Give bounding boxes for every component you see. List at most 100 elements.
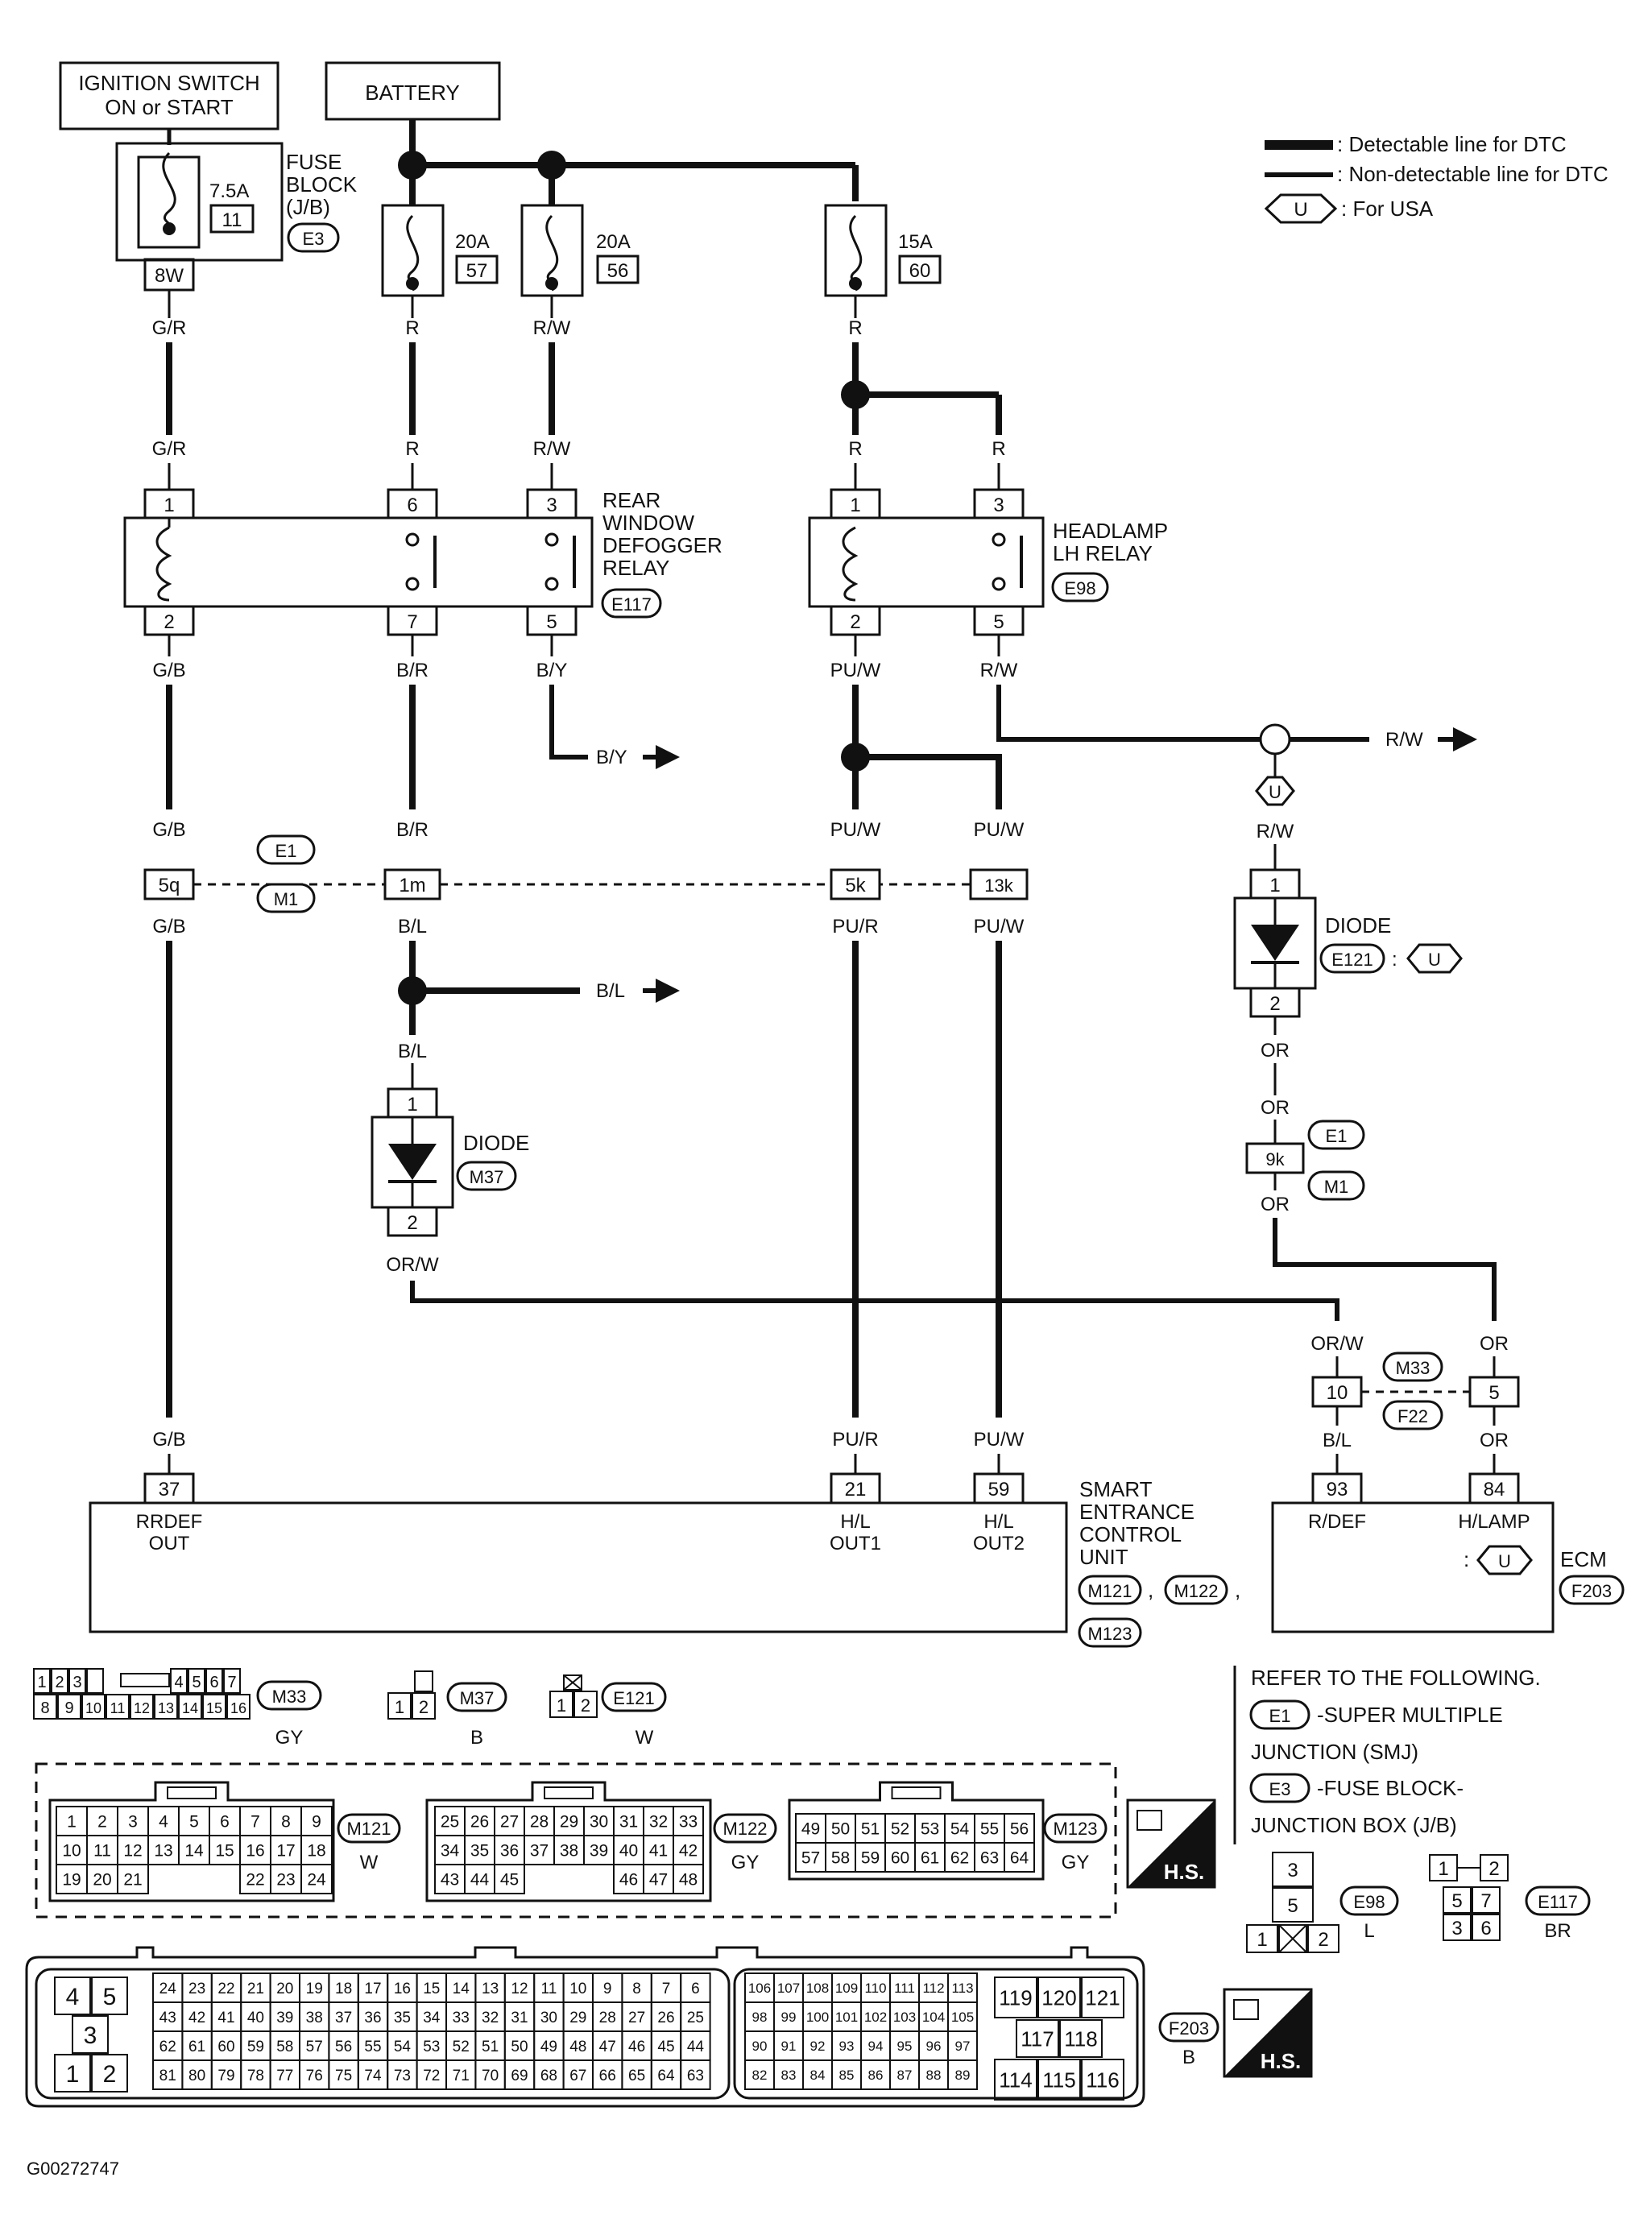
svg-text:R/W: R/W	[533, 438, 571, 460]
pin-number: 115	[1042, 2068, 1075, 2092]
pin-number: 30	[540, 2010, 557, 2026]
svg-text:F22: F22	[1397, 1406, 1428, 1426]
pin-number: 21	[247, 1981, 264, 1997]
svg-text:5: 5	[546, 611, 557, 633]
pin-number: 5	[103, 1984, 117, 2010]
svg-text:1m: 1m	[399, 875, 425, 896]
pin-number: 23	[188, 1981, 205, 1997]
pin-number: 64	[1010, 1849, 1029, 1868]
figure-code: G00272747	[27, 2159, 119, 2179]
svg-text:(J/B): (J/B)	[286, 195, 330, 219]
pin-number: 6	[691, 1981, 700, 1997]
pin-number: 8	[632, 1981, 641, 1997]
connector-color: GY	[731, 1852, 760, 1873]
pin-number: 106	[748, 1981, 771, 1996]
svg-text:E98: E98	[1353, 1892, 1385, 1912]
fuse-60: 15A 60	[824, 204, 942, 297]
pin-number: 32	[482, 2010, 499, 2026]
pin-number: 20	[276, 1981, 293, 1997]
pin-number: 77	[276, 2068, 293, 2084]
svg-text:1: 1	[1257, 1929, 1267, 1951]
svg-text:E3: E3	[1269, 1779, 1291, 1799]
pin-number: 34	[441, 1842, 460, 1861]
pin-number: 42	[679, 1842, 698, 1861]
pin-number: 64	[657, 2068, 675, 2084]
svg-text:G/B: G/B	[152, 819, 185, 841]
pin-number: 47	[599, 2039, 616, 2055]
refer-block: REFER TO THE FOLLOWING. E1 -SUPER MULTIP…	[1233, 1666, 1541, 1844]
pin-number: 3	[128, 1813, 138, 1832]
svg-text:BR: BR	[1544, 1920, 1571, 1942]
svg-text:5: 5	[1287, 1895, 1298, 1917]
svg-text:OUT2: OUT2	[973, 1533, 1025, 1554]
pin-number: 70	[482, 2068, 499, 2084]
pin-number: 18	[335, 1981, 352, 1997]
svg-text:M1: M1	[1324, 1177, 1349, 1197]
pin-number: 95	[897, 2039, 913, 2054]
pin-number: 14	[184, 1842, 204, 1861]
svg-text:R: R	[848, 317, 862, 339]
pin-number: 93	[839, 2039, 855, 2054]
mid-wires: G/B G/B B/R B/R B/Y B/Y PU/W PU/W PU/W R…	[152, 635, 1477, 870]
svg-text:M1: M1	[274, 889, 299, 909]
pin-number: 27	[500, 1813, 519, 1832]
f203-label: F203 B	[1158, 2012, 1219, 2068]
pin-number: 23	[276, 1871, 295, 1890]
svg-text:M37: M37	[460, 1688, 495, 1708]
svg-text:7: 7	[1480, 1890, 1491, 1912]
pin-number: 55	[980, 1820, 999, 1839]
pin-number: 49	[801, 1820, 820, 1839]
pin-number: 16	[246, 1842, 264, 1861]
svg-text:11: 11	[222, 209, 242, 231]
svg-text:3: 3	[1451, 1918, 1462, 1939]
pin-number: 54	[950, 1820, 970, 1839]
legend: : Detectable line for DTC : Non-detectab…	[1264, 132, 1609, 224]
pin-number: 24	[159, 1981, 177, 1997]
diode-m37: 1 2 DIODE M37 OR/W OR/W	[371, 1087, 1364, 1355]
pin-number: 32	[649, 1813, 668, 1832]
svg-text:OR: OR	[1261, 1040, 1290, 1062]
svg-text:E117: E117	[1538, 1892, 1578, 1912]
svg-text:-SUPER MULTIPLE: -SUPER MULTIPLE	[1317, 1703, 1503, 1727]
pin-number: 35	[470, 1842, 489, 1861]
pin-number: 74	[364, 2068, 382, 2084]
pin-number: 110	[864, 1981, 886, 1996]
svg-text:RELAY: RELAY	[602, 556, 669, 580]
svg-text:7: 7	[407, 611, 417, 633]
pin-number: 52	[453, 2039, 470, 2055]
pin-number: 67	[569, 2068, 586, 2084]
connector-face-e98: 3 5 1 2 E98 L	[1246, 1852, 1399, 1953]
svg-text:1: 1	[407, 1094, 417, 1116]
svg-text:R/W: R/W	[1257, 821, 1294, 842]
pin-number: 118	[1064, 2026, 1097, 2051]
pin-number: 18	[307, 1842, 325, 1861]
pin-number: 12	[511, 1981, 528, 1997]
svg-text:8: 8	[40, 1699, 49, 1717]
svg-text:E121: E121	[613, 1688, 654, 1708]
svg-text:OR/W: OR/W	[386, 1254, 439, 1276]
pin-number: 56	[335, 2039, 352, 2055]
svg-text:B/Y: B/Y	[536, 660, 568, 681]
pin-number: 86	[868, 2068, 884, 2083]
pin-number: 9	[603, 1981, 612, 1997]
pin-number: 55	[364, 2039, 381, 2055]
lower-wires: G/B G/B B/L B/L B/L PU/R PU/R PU/W PU/W	[152, 916, 1025, 1474]
svg-text:B/R: B/R	[396, 660, 429, 681]
pin-number: 46	[619, 1871, 638, 1890]
svg-text:E1: E1	[1326, 1126, 1348, 1146]
svg-text:3: 3	[72, 1674, 81, 1691]
pin-number: 84	[810, 2068, 826, 2083]
svg-text:: For USA: : For USA	[1341, 197, 1434, 221]
pin-number: 51	[482, 2039, 499, 2055]
pin-number: 43	[441, 1871, 459, 1890]
svg-text:REAR: REAR	[602, 488, 660, 512]
svg-text:B: B	[1182, 2047, 1195, 2068]
pin-number: 71	[453, 2068, 470, 2084]
svg-text:3: 3	[1287, 1860, 1298, 1881]
pin-number: 7	[662, 1981, 671, 1997]
pin-number: 41	[217, 2010, 234, 2026]
svg-text:2: 2	[1269, 993, 1280, 1015]
pin-number: 36	[364, 2010, 381, 2026]
svg-text:1: 1	[395, 1697, 404, 1717]
